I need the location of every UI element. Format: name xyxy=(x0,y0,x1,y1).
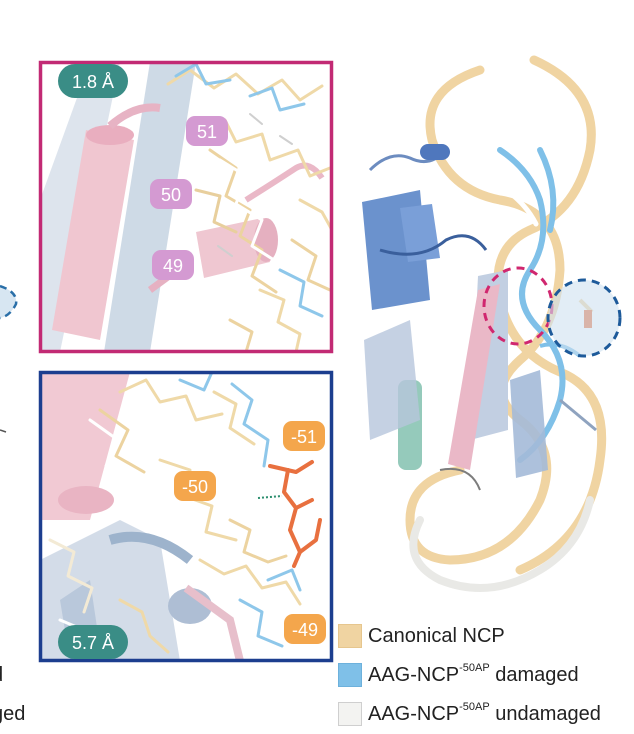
svg-text:51: 51 xyxy=(197,122,217,142)
residue-label-51: 51 xyxy=(186,116,228,146)
residue-label-minus50: -50 xyxy=(174,471,216,501)
residue-label-minus49: -49 xyxy=(284,614,326,644)
left-cut-text-2: ged xyxy=(0,703,26,725)
left-edge-fragment xyxy=(0,284,18,433)
residue-label-minus51: -51 xyxy=(283,421,325,451)
svg-text:-51: -51 xyxy=(291,427,317,447)
svg-text:-50: -50 xyxy=(182,477,208,497)
highlight-circle-blue xyxy=(546,278,622,358)
svg-text:50: 50 xyxy=(161,185,181,205)
overview-helices xyxy=(362,144,597,491)
residue-label-50: 50 xyxy=(150,179,192,209)
distance-text-top: 1.8 Å xyxy=(72,72,114,92)
legend-label-canonical: Canonical NCP xyxy=(368,625,505,647)
distance-label-bottom: 5.7 Å xyxy=(58,625,128,659)
top-panel-frame xyxy=(38,60,334,354)
legend-swatch-undamaged xyxy=(338,702,362,726)
legend-label-undamaged: AAG-NCP-50AP undamaged xyxy=(368,701,601,725)
dna-sticks-bottom xyxy=(48,372,302,654)
orange-lesion-nucleotide xyxy=(268,460,322,568)
bottom-zoom-panel xyxy=(40,372,332,661)
distance-label-top: 1.8 Å xyxy=(58,64,128,98)
pink-helix-cylinder xyxy=(52,103,161,340)
svg-text:-49: -49 xyxy=(292,620,318,640)
legend-item-damaged: AAG-NCP-50AP damaged xyxy=(338,662,634,691)
residue-label-49: 49 xyxy=(152,250,194,280)
distance-text-bottom: 5.7 Å xyxy=(72,633,114,653)
legend-swatch-damaged xyxy=(338,663,362,687)
legend-label-damaged: AAG-NCP-50AP damaged xyxy=(368,662,579,686)
left-cut-text-1: d xyxy=(0,664,3,687)
bottom-panel-frame xyxy=(38,370,334,663)
legend-item-undamaged: AAG-NCP-50AP undamaged xyxy=(338,701,634,730)
legend-swatch-canonical xyxy=(338,624,362,648)
legend-item-canonical: Canonical NCP xyxy=(338,624,634,652)
top-zoom-panel xyxy=(40,62,332,352)
svg-text:49: 49 xyxy=(163,256,183,276)
